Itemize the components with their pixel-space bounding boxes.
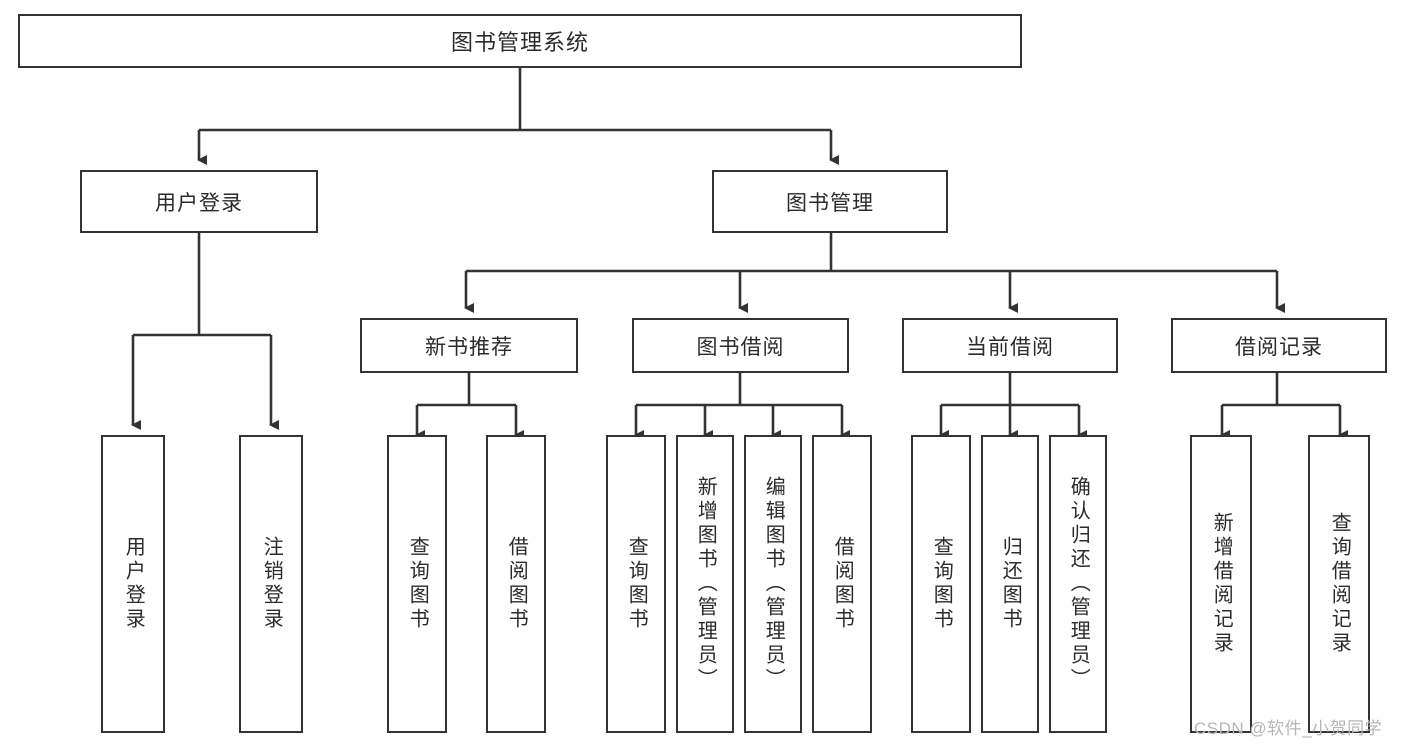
leaf-add-borrow-record[interactable]: 新增借阅记录 <box>1190 435 1252 733</box>
node-label: 借阅图书 <box>505 536 528 632</box>
leaf-return-book[interactable]: 归还图书 <box>981 435 1039 733</box>
leaf-borrow-book-recommend[interactable]: 借阅图书 <box>486 435 546 733</box>
leaf-logout[interactable]: 注销登录 <box>239 435 303 733</box>
node-label: 归还图书 <box>999 536 1022 632</box>
node-label: 图书管理 <box>786 191 874 215</box>
node-label: 新增借阅记录 <box>1210 512 1233 656</box>
node-label: 新书推荐 <box>425 335 513 359</box>
leaf-confirm-return-admin[interactable]: 确认归还（管理员） <box>1049 435 1107 733</box>
node-label: 新增图书（管理员） <box>694 476 717 692</box>
node-user-login[interactable]: 用户登录 <box>80 170 318 233</box>
node-borrow-records[interactable]: 借阅记录 <box>1171 318 1387 373</box>
node-label: 编辑图书（管理员） <box>762 476 785 692</box>
node-label: 查询借阅记录 <box>1328 512 1351 656</box>
leaf-query-borrow-record[interactable]: 查询借阅记录 <box>1308 435 1370 733</box>
node-label: 查询图书 <box>930 536 953 632</box>
node-label: 查询图书 <box>625 536 648 632</box>
leaf-query-book-current[interactable]: 查询图书 <box>911 435 971 733</box>
leaf-edit-book-admin[interactable]: 编辑图书（管理员） <box>744 435 802 733</box>
leaf-user-login[interactable]: 用户登录 <box>101 435 165 733</box>
node-label: 图书管理系统 <box>450 30 589 55</box>
leaf-query-book-recommend[interactable]: 查询图书 <box>387 435 447 733</box>
node-label: 用户登录 <box>122 536 145 632</box>
node-label: 图书借阅 <box>696 335 785 359</box>
node-label: 用户登录 <box>155 191 243 215</box>
leaf-add-book-admin[interactable]: 新增图书（管理员） <box>676 435 734 733</box>
node-book-management[interactable]: 图书管理 <box>712 170 948 233</box>
leaf-query-book-borrow[interactable]: 查询图书 <box>606 435 666 733</box>
node-label: 查询图书 <box>406 536 429 632</box>
node-root-book-management-system[interactable]: 图书管理系统 <box>18 14 1022 68</box>
node-current-borrow[interactable]: 当前借阅 <box>902 318 1118 373</box>
csdn-watermark: CSDN @软件_小贺同学 <box>1194 719 1383 738</box>
node-label: 注销登录 <box>260 536 283 632</box>
leaf-borrow-book[interactable]: 借阅图书 <box>812 435 872 733</box>
node-label: 借阅记录 <box>1235 335 1323 359</box>
node-book-borrow[interactable]: 图书借阅 <box>632 318 849 373</box>
node-new-book-recommend[interactable]: 新书推荐 <box>360 318 578 373</box>
node-label: 确认归还（管理员） <box>1067 476 1090 692</box>
node-label: 当前借阅 <box>966 335 1054 359</box>
node-label: 借阅图书 <box>831 536 854 632</box>
